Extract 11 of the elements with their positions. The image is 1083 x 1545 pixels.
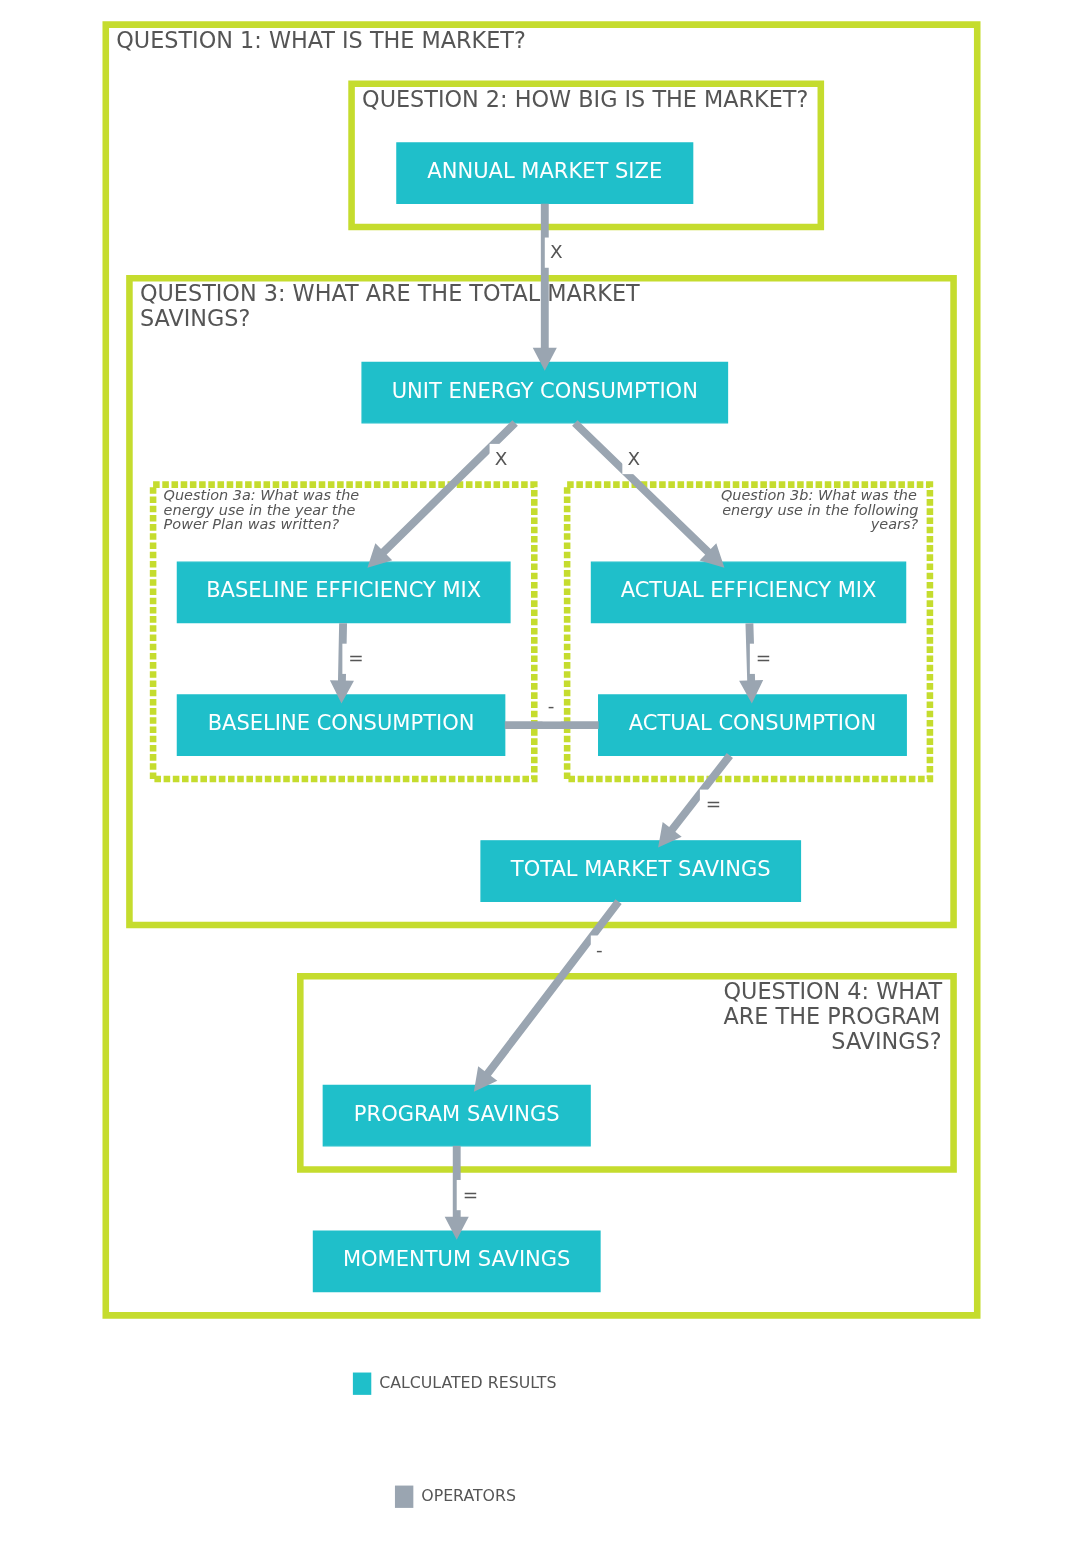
edge-label: X (627, 447, 641, 469)
edge-label: = (348, 647, 364, 669)
legend-label: OPERATORS (421, 1485, 516, 1505)
legend-label: CALCULATED RESULTS (379, 1372, 557, 1392)
edge-label: X (494, 447, 508, 469)
edge-label: - (596, 939, 603, 961)
edge-label: = (755, 647, 772, 669)
edge-label: = (705, 793, 722, 815)
edge-label: = (462, 1183, 479, 1205)
edge-label: - (547, 694, 555, 716)
edge-label: X (550, 241, 563, 263)
